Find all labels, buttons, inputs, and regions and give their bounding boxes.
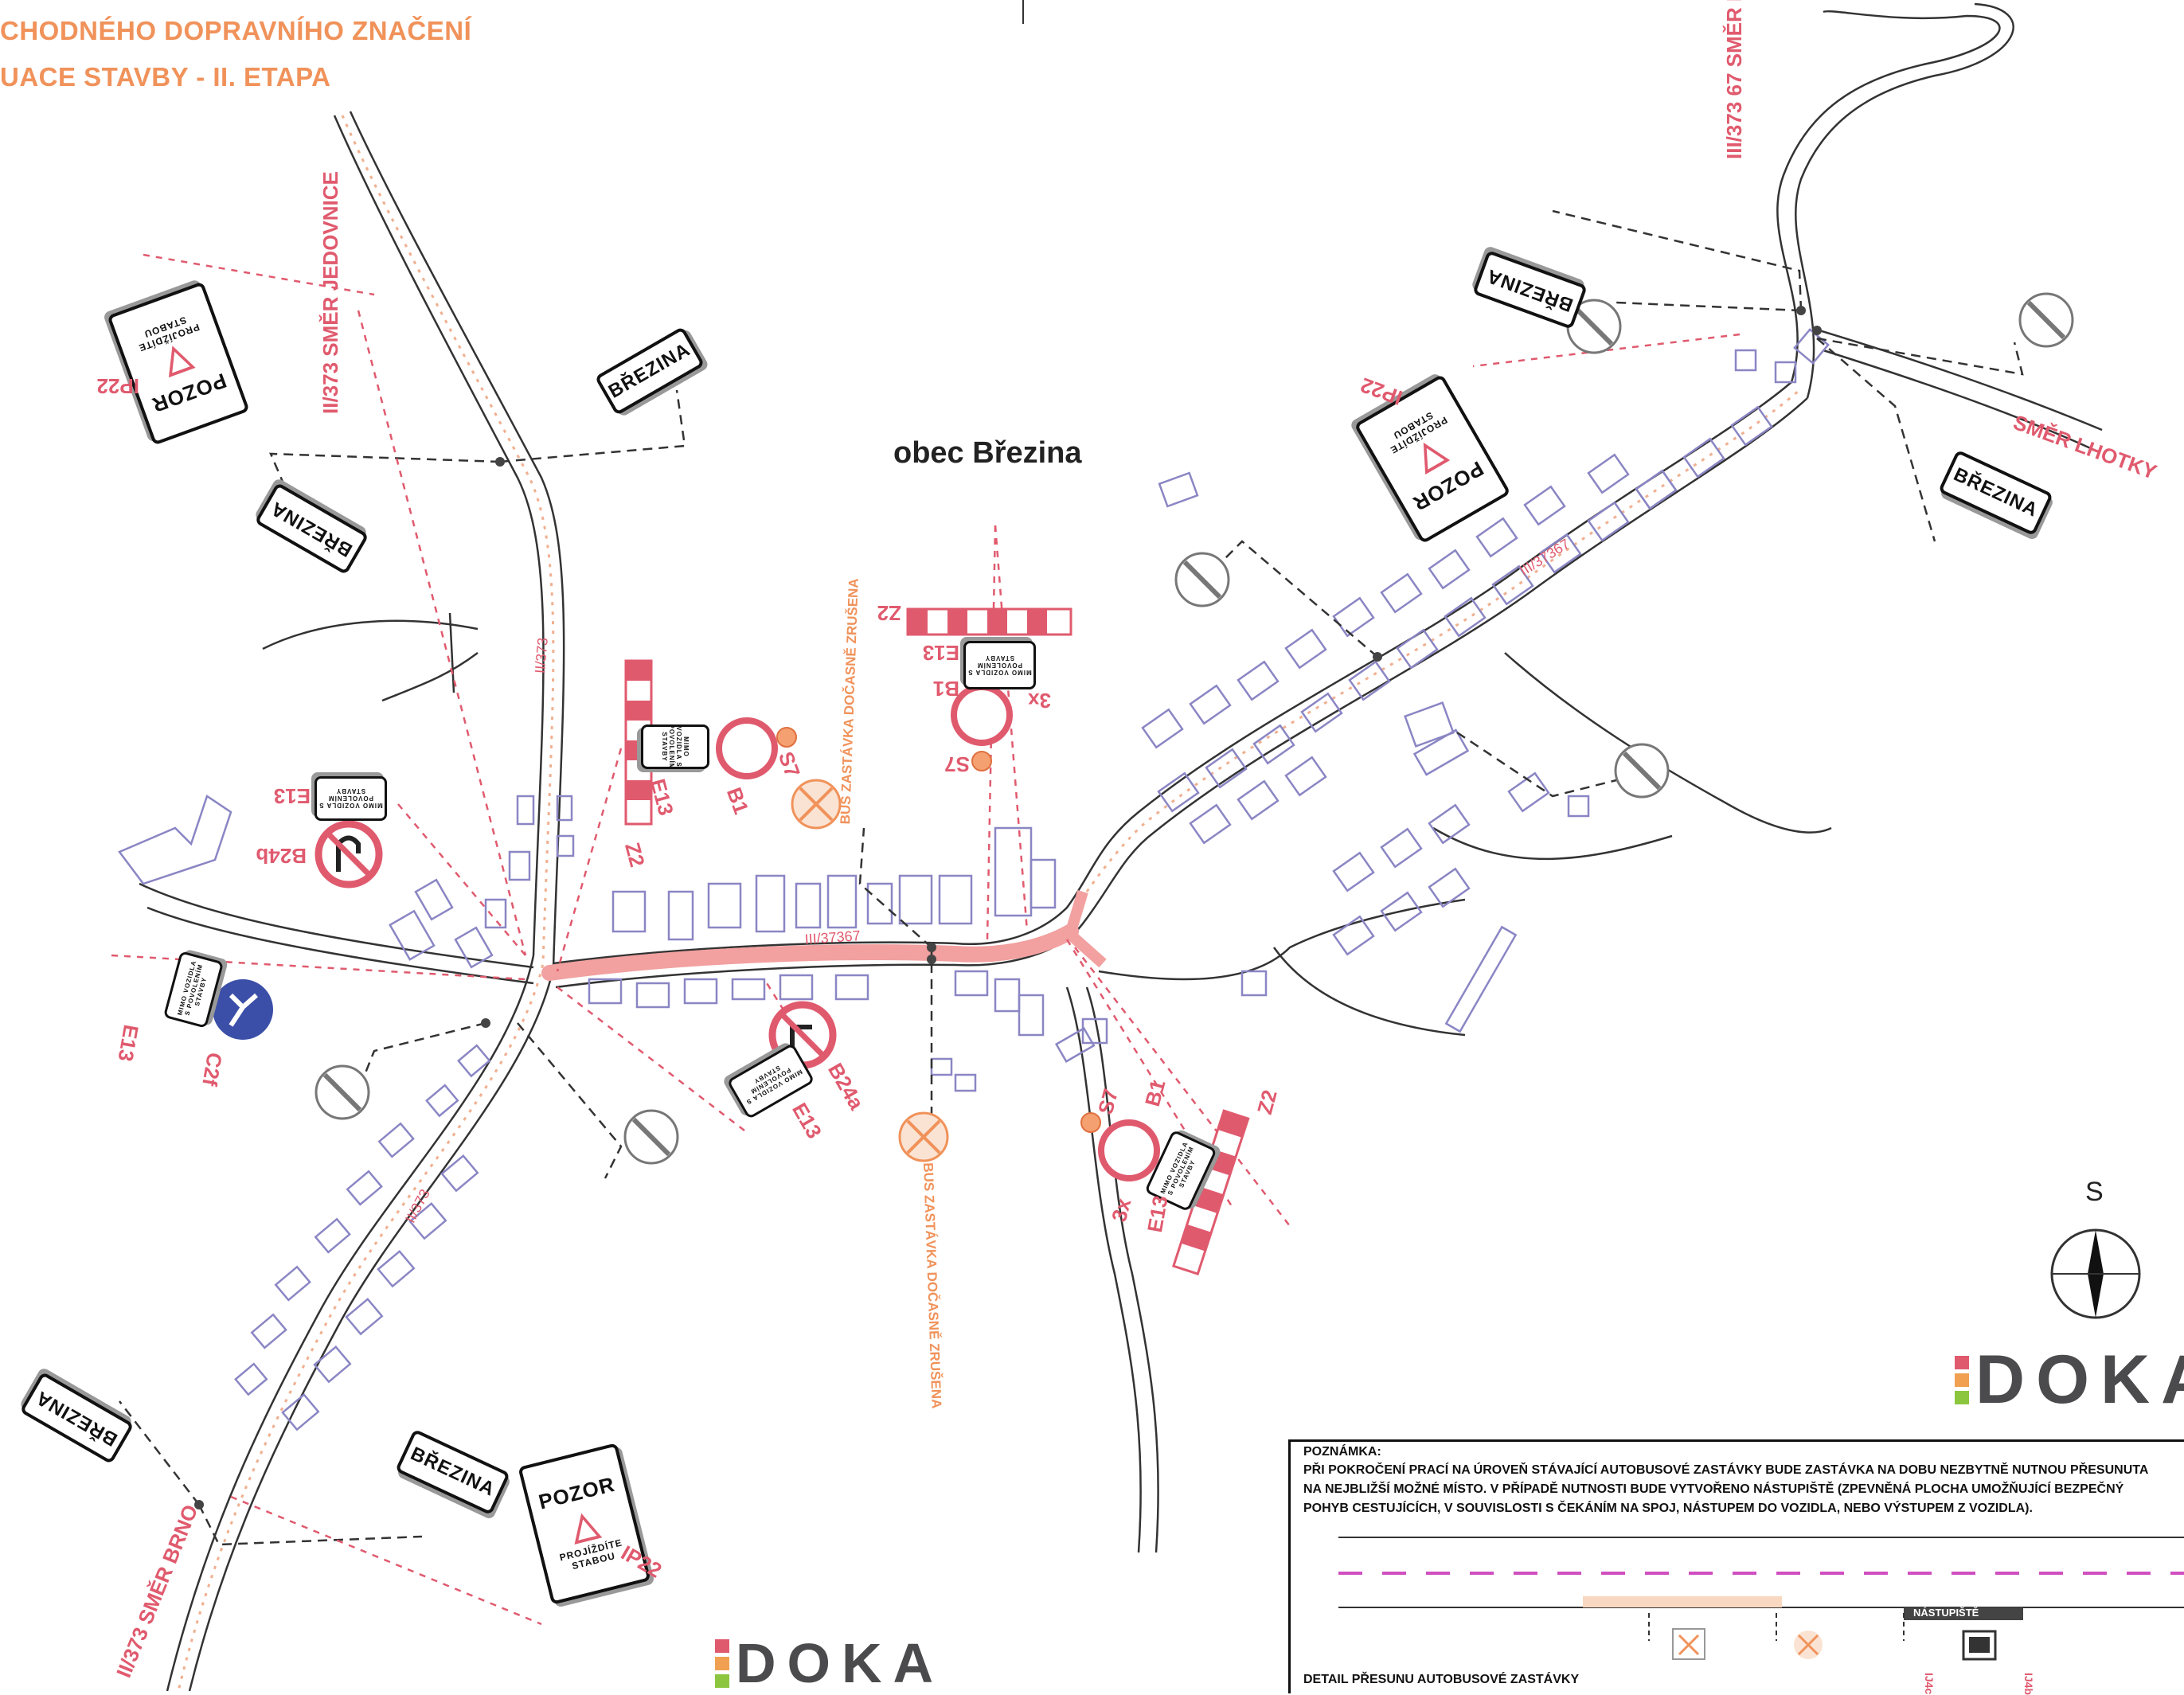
code-b24b: B24b — [256, 844, 307, 868]
platform-label: NÁSTUPIŠTĚ — [1913, 1607, 1979, 1619]
z2-barrier-1 — [906, 607, 1072, 636]
code-e13-top: E13 — [922, 641, 959, 665]
bus-stop-cancelled-icon-2 — [898, 1111, 949, 1162]
logo-text: DOKA — [1975, 1342, 2184, 1418]
bus-stop-cancelled-small-icon — [1794, 1631, 1823, 1659]
header-title-line2: UACE STAVBY - II. ETAPA — [0, 62, 331, 92]
logo-bars-icon — [1955, 1355, 1969, 1404]
logo-bar-orange — [715, 1656, 729, 1670]
code-3x-north: 3x — [1028, 689, 1051, 713]
e13-plate-1: MIMO VOZIDLA S POVOLENÍM STAVBY — [315, 776, 387, 821]
logo-bar-orange — [1955, 1373, 1969, 1387]
road-network — [139, 2, 2103, 1691]
code-z2-north: Z2 — [877, 601, 901, 625]
road-ii373-east-edge — [188, 111, 565, 1691]
note-line-2: NA NEJBLIŽŠÍ MOŽNÉ MÍSTO. V PŘÍPADĚ NUTN… — [1303, 1482, 2124, 1496]
e13-text: MIMO VOZIDLA S POVOLENÍM STAVBY — [661, 724, 690, 770]
place-name: obec Březina — [893, 436, 1082, 470]
z2-barrier-3 — [1171, 1109, 1250, 1275]
end-restriction-icon-4 — [1614, 743, 1670, 799]
road-ii373-west-edge — [166, 115, 545, 1691]
compass-letter: S — [2085, 1177, 2104, 1207]
note-line-1: PŘI POKROČENÍ PRACÍ NA ÚROVEŇ STÁVAJÍCÍ … — [1303, 1463, 2149, 1477]
direction-bukovina: III/373 67 SMĚR BUKOVINA — [1722, 0, 1746, 159]
b1-closed-road-sign-3 — [1098, 1119, 1160, 1181]
code-b1-north: B1 — [932, 677, 959, 701]
e13-text: MIMO VOZIDLA S POVOLENÍM STAVBY — [318, 787, 383, 810]
e13-plate-2: MIMO VOZIDLA S POVOLENÍM STAVBY — [641, 724, 709, 770]
e13-text: MIMO VOZIDLA S POVOLENÍM STAVBY — [967, 654, 1032, 676]
header-title-line1: CHODNÉHO DOPRAVNÍHO ZNAČENÍ — [0, 16, 472, 45]
s7-warning-light-icon — [776, 727, 1101, 1133]
note-detail-title: DETAIL PŘESUNU AUTOBUSOVÉ ZASTÁVKY — [1303, 1673, 1580, 1686]
logo-bar-red — [1955, 1355, 1969, 1369]
note-title: POZNÁMKA: — [1303, 1445, 1381, 1459]
note-line-3: POHYB CESTUJÍCÍCH, V SOUVISLOSTI S ČEKÁN… — [1303, 1502, 2033, 1515]
doka-logo-right: DOKA — [1955, 1345, 2184, 1414]
end-restriction-icon-1 — [1174, 552, 1230, 607]
code-s7-north: S7 — [944, 752, 970, 776]
b24b-no-u-turn-sign — [315, 820, 383, 889]
logo-bar-green — [715, 1674, 729, 1688]
north-arrow-icon — [2050, 1228, 2141, 1319]
logo-text: DOKA — [736, 1632, 945, 1694]
end-restriction-icon-6 — [623, 1109, 679, 1165]
b1-closed-road-sign-2 — [951, 684, 1013, 746]
road-iii37367-north-edge — [553, 381, 1792, 965]
construction-section — [541, 924, 1079, 981]
ij4b-label: IJ4b — [2022, 1673, 2035, 1695]
logo-bar-green — [1955, 1390, 1969, 1404]
note-panel: POZNÁMKA: PŘI POKROČENÍ PRACÍ NA ÚROVEŇ … — [1288, 1439, 2184, 1695]
code-e13-west: E13 — [273, 784, 311, 808]
road-iii37367-south-edge — [555, 397, 1808, 989]
note-text: PŘI POKROČENÍ PRACÍ NA ÚROVEŇ STÁVAJÍCÍ … — [1303, 1461, 2179, 1518]
bus-stop-detail-diagram — [1338, 1537, 2184, 1661]
e13-plate-3: MIMO VOZIDLA S POVOLENÍM STAVBY — [963, 641, 1036, 689]
bus-stop-cancelled-icon-1 — [791, 779, 842, 830]
b1-closed-road-sign-1 — [716, 717, 778, 779]
doka-logo-bottom: DOKA — [715, 1635, 944, 1691]
warning-triangle-icon: △ — [566, 1502, 604, 1548]
e13-text: MIMO VOZIDLA S POVOLENÍM STAVBY — [175, 959, 208, 1017]
end-restriction-icon-5 — [315, 1064, 370, 1120]
ij4c-label: IJ4c — [1923, 1673, 1936, 1695]
end-restriction-icon-3 — [2018, 292, 2074, 348]
logo-bar-red — [715, 1638, 729, 1653]
direction-jedovnice: II/373 SMĚR JEDOVNICE — [318, 171, 342, 414]
code-ip22-north: IP22 — [96, 374, 140, 398]
logo-bars-icon — [715, 1638, 729, 1688]
z2-barrier-2 — [624, 659, 653, 826]
c2f-mandatory-direction-sign — [213, 979, 273, 1040]
end-restriction-icon-2 — [1566, 299, 1622, 354]
road-label-ii373-north: II/373 — [532, 637, 551, 674]
